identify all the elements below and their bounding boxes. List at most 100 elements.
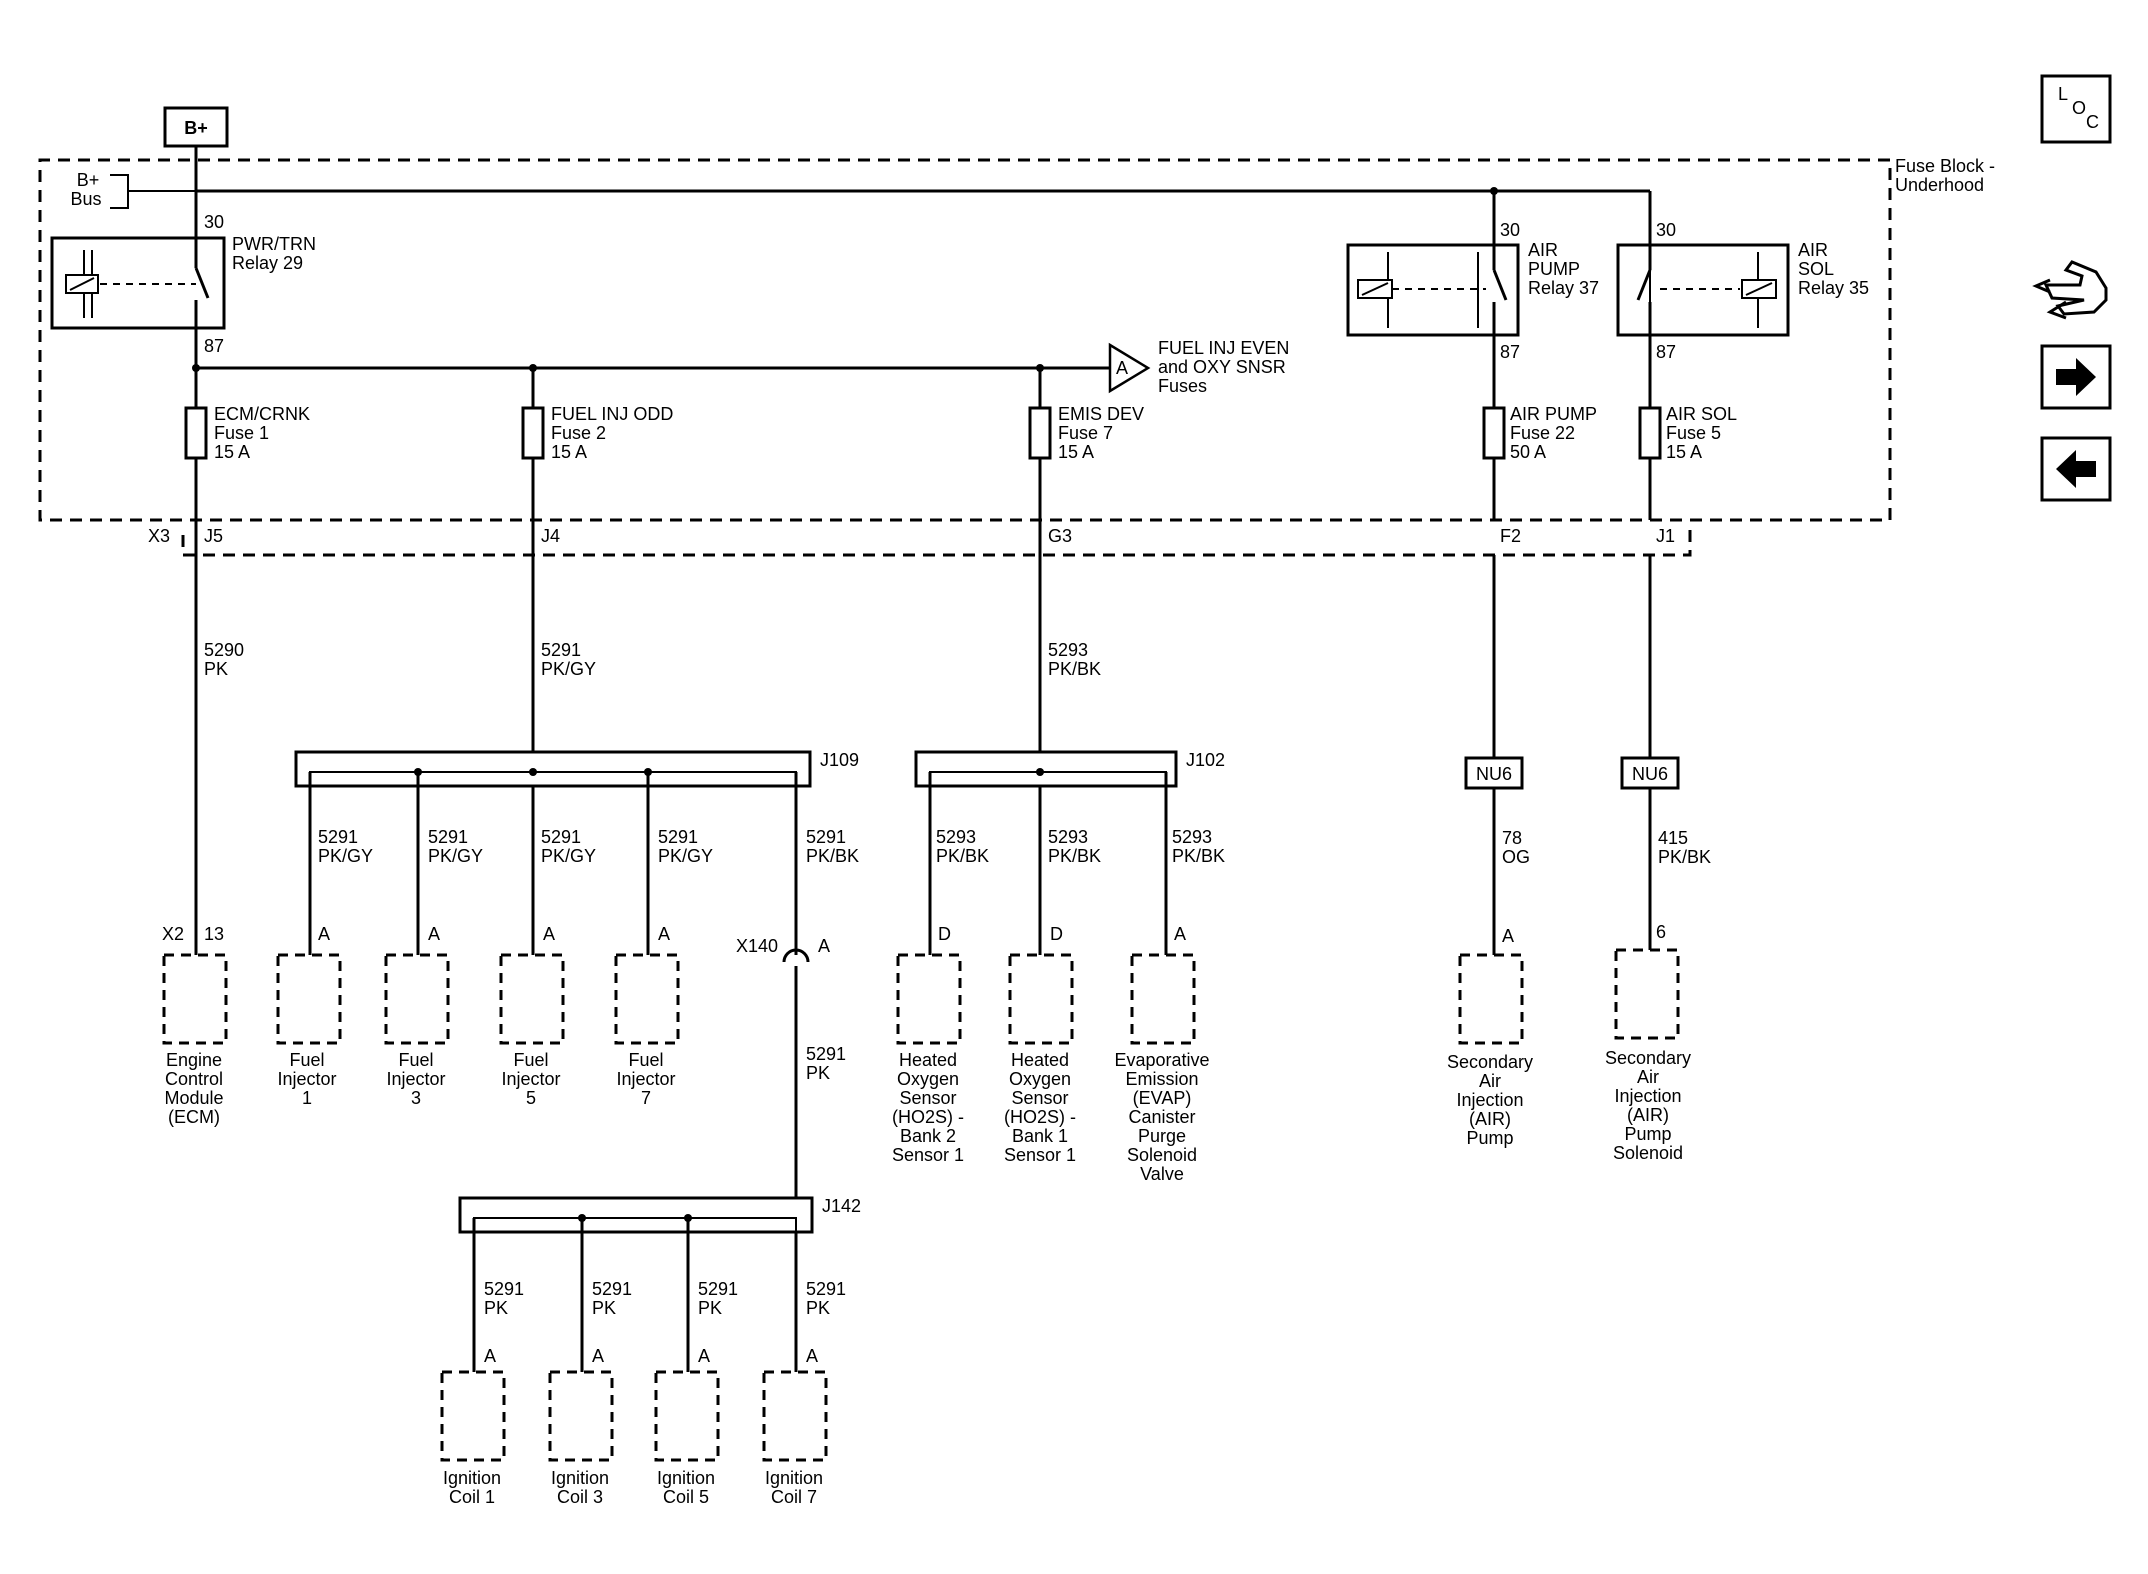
svg-text:L: L <box>2058 84 2068 104</box>
svg-text:Fuel: Fuel <box>513 1050 548 1070</box>
wire-5291-color: PK/GY <box>541 659 596 679</box>
svg-text:Bank 2: Bank 2 <box>900 1126 956 1146</box>
svg-text:O: O <box>2072 98 2086 118</box>
offpage-line1: FUEL INJ EVEN <box>1158 338 1289 358</box>
evap-label: Evaporative Emission (EVAP) Canister Pur… <box>1114 1050 1209 1184</box>
air-pump-solenoid-label: Secondary Air Injection (AIR) Pump Solen… <box>1605 1048 1691 1163</box>
svg-text:Fuel: Fuel <box>289 1050 324 1070</box>
fuel-injector-5 <box>499 953 565 1045</box>
relay-airsol-line3: Relay 35 <box>1798 278 1869 298</box>
svg-text:Sensor 1: Sensor 1 <box>1004 1145 1076 1165</box>
ignition-coil-5-label: Ignition Coil 5 <box>657 1468 715 1507</box>
fuse-ecm-crnk: ECM/CRNK Fuse 1 15 A <box>184 404 310 462</box>
ecm-pin: 13 <box>204 924 224 944</box>
air-pump <box>1458 953 1524 1045</box>
j102-b1-circuit: 5293 <box>936 827 976 847</box>
fuse-emis-dev: EMIS DEV Fuse 7 15 A <box>1028 404 1144 462</box>
ho2s-bank1-label: Heated Oxygen Sensor (HO2S) - Bank 1 Sen… <box>1004 1050 1076 1165</box>
svg-text:(ECM): (ECM) <box>168 1107 220 1127</box>
j142-b4-color: PK <box>806 1298 830 1318</box>
option-nu6-pump: NU6 <box>1464 756 1524 790</box>
svg-text:Injector: Injector <box>386 1069 445 1089</box>
svg-text:Sensor: Sensor <box>899 1088 956 1108</box>
fuel-injector-1-label: Fuel Injector 1 <box>277 1050 336 1108</box>
svg-text:NU6: NU6 <box>1632 764 1668 784</box>
svg-text:Ignition: Ignition <box>443 1468 501 1488</box>
inline-x140-pin: A <box>818 936 830 956</box>
j102-b2-color: PK/BK <box>1048 846 1101 866</box>
j109-b2-color: PK/GY <box>428 846 483 866</box>
ho2s-bank2-sensor1 <box>896 953 962 1045</box>
svg-text:Sensor: Sensor <box>1011 1088 1068 1108</box>
air-pump-pin: A <box>1502 926 1514 946</box>
loc-button[interactable]: L O C <box>2040 74 2112 144</box>
svg-text:Valve: Valve <box>1140 1164 1184 1184</box>
connector-x3-label: X3 <box>148 526 170 546</box>
relay-airpump-line3: Relay 37 <box>1528 278 1599 298</box>
j142-b2-circuit: 5291 <box>592 1279 632 1299</box>
wire-5290-color: PK <box>204 659 228 679</box>
svg-text:Fuel: Fuel <box>398 1050 433 1070</box>
svg-text:7: 7 <box>641 1088 651 1108</box>
fuel-injector-3 <box>384 953 450 1045</box>
svg-text:AIR PUMP: AIR PUMP <box>1510 404 1597 424</box>
svg-text:Injector: Injector <box>501 1069 560 1089</box>
svg-text:Heated: Heated <box>1011 1050 1069 1070</box>
j142-b3-color: PK <box>698 1298 722 1318</box>
coil3-pin: A <box>592 1346 604 1366</box>
splice-j109 <box>294 750 812 788</box>
wire-5291-circuit: 5291 <box>541 640 581 660</box>
bus-label-1: B+ <box>77 170 100 190</box>
svg-text:3: 3 <box>411 1088 421 1108</box>
ignition-coil-1 <box>440 1370 506 1462</box>
svg-text:Fuse 5: Fuse 5 <box>1666 423 1721 443</box>
relay-airsol-pin30: 30 <box>1656 220 1676 240</box>
svg-text:(AIR): (AIR) <box>1469 1109 1511 1129</box>
j142-b4-circuit: 5291 <box>806 1279 846 1299</box>
hand-icon[interactable] <box>2032 260 2108 320</box>
svg-text:Fuse 7: Fuse 7 <box>1058 423 1113 443</box>
svg-text:5: 5 <box>526 1088 536 1108</box>
fuel-injector-1 <box>276 953 342 1045</box>
j109-b1-color: PK/GY <box>318 846 373 866</box>
relay-airpump-pin30: 30 <box>1500 220 1520 240</box>
svg-text:Fuse 22: Fuse 22 <box>1510 423 1575 443</box>
relay-airpump-line2: PUMP <box>1528 259 1580 279</box>
svg-text:Fuse 2: Fuse 2 <box>551 423 606 443</box>
j109-b4-color: PK/GY <box>658 846 713 866</box>
j142-b1-circuit: 5291 <box>484 1279 524 1299</box>
svg-text:Fuse 1: Fuse 1 <box>214 423 269 443</box>
svg-text:50 A: 50 A <box>1510 442 1546 462</box>
relay-airsol-line1: AIR <box>1798 240 1828 260</box>
svg-text:Engine: Engine <box>166 1050 222 1070</box>
coil5-pin: A <box>698 1346 710 1366</box>
terminal-g3: G3 <box>1048 526 1072 546</box>
next-arrow-icon[interactable] <box>2040 344 2112 410</box>
ignition-coil-7 <box>762 1370 828 1462</box>
ecm-label: Engine Control Module (ECM) <box>164 1050 223 1127</box>
relay-airsol-line2: SOL <box>1798 259 1834 279</box>
fuse-air-pump: AIR PUMP Fuse 22 50 A <box>1482 404 1597 462</box>
svg-text:Ignition: Ignition <box>657 1468 715 1488</box>
svg-text:Evaporative: Evaporative <box>1114 1050 1209 1070</box>
terminal-j1: J1 <box>1656 526 1675 546</box>
svg-text:Pump: Pump <box>1624 1124 1671 1144</box>
svg-text:Solenoid: Solenoid <box>1613 1143 1683 1163</box>
svg-text:Heated: Heated <box>899 1050 957 1070</box>
splice-j102-label: J102 <box>1186 750 1225 770</box>
terminal-j4: J4 <box>541 526 560 546</box>
svg-text:15 A: 15 A <box>551 442 587 462</box>
inline-wire-color: PK <box>806 1063 830 1083</box>
prev-arrow-icon[interactable] <box>2040 436 2112 502</box>
j142-b1-color: PK <box>484 1298 508 1318</box>
wire-5293-color: PK/BK <box>1048 659 1101 679</box>
svg-text:Coil 7: Coil 7 <box>771 1487 817 1507</box>
j109-b3-circuit: 5291 <box>541 827 581 847</box>
svg-text:Ignition: Ignition <box>765 1468 823 1488</box>
ignition-coil-3 <box>548 1370 614 1462</box>
relay-pwrtrn-pin87: 87 <box>204 336 224 356</box>
svg-text:Coil 5: Coil 5 <box>663 1487 709 1507</box>
svg-text:Ignition: Ignition <box>551 1468 609 1488</box>
fuse-block-outline <box>38 158 1892 522</box>
